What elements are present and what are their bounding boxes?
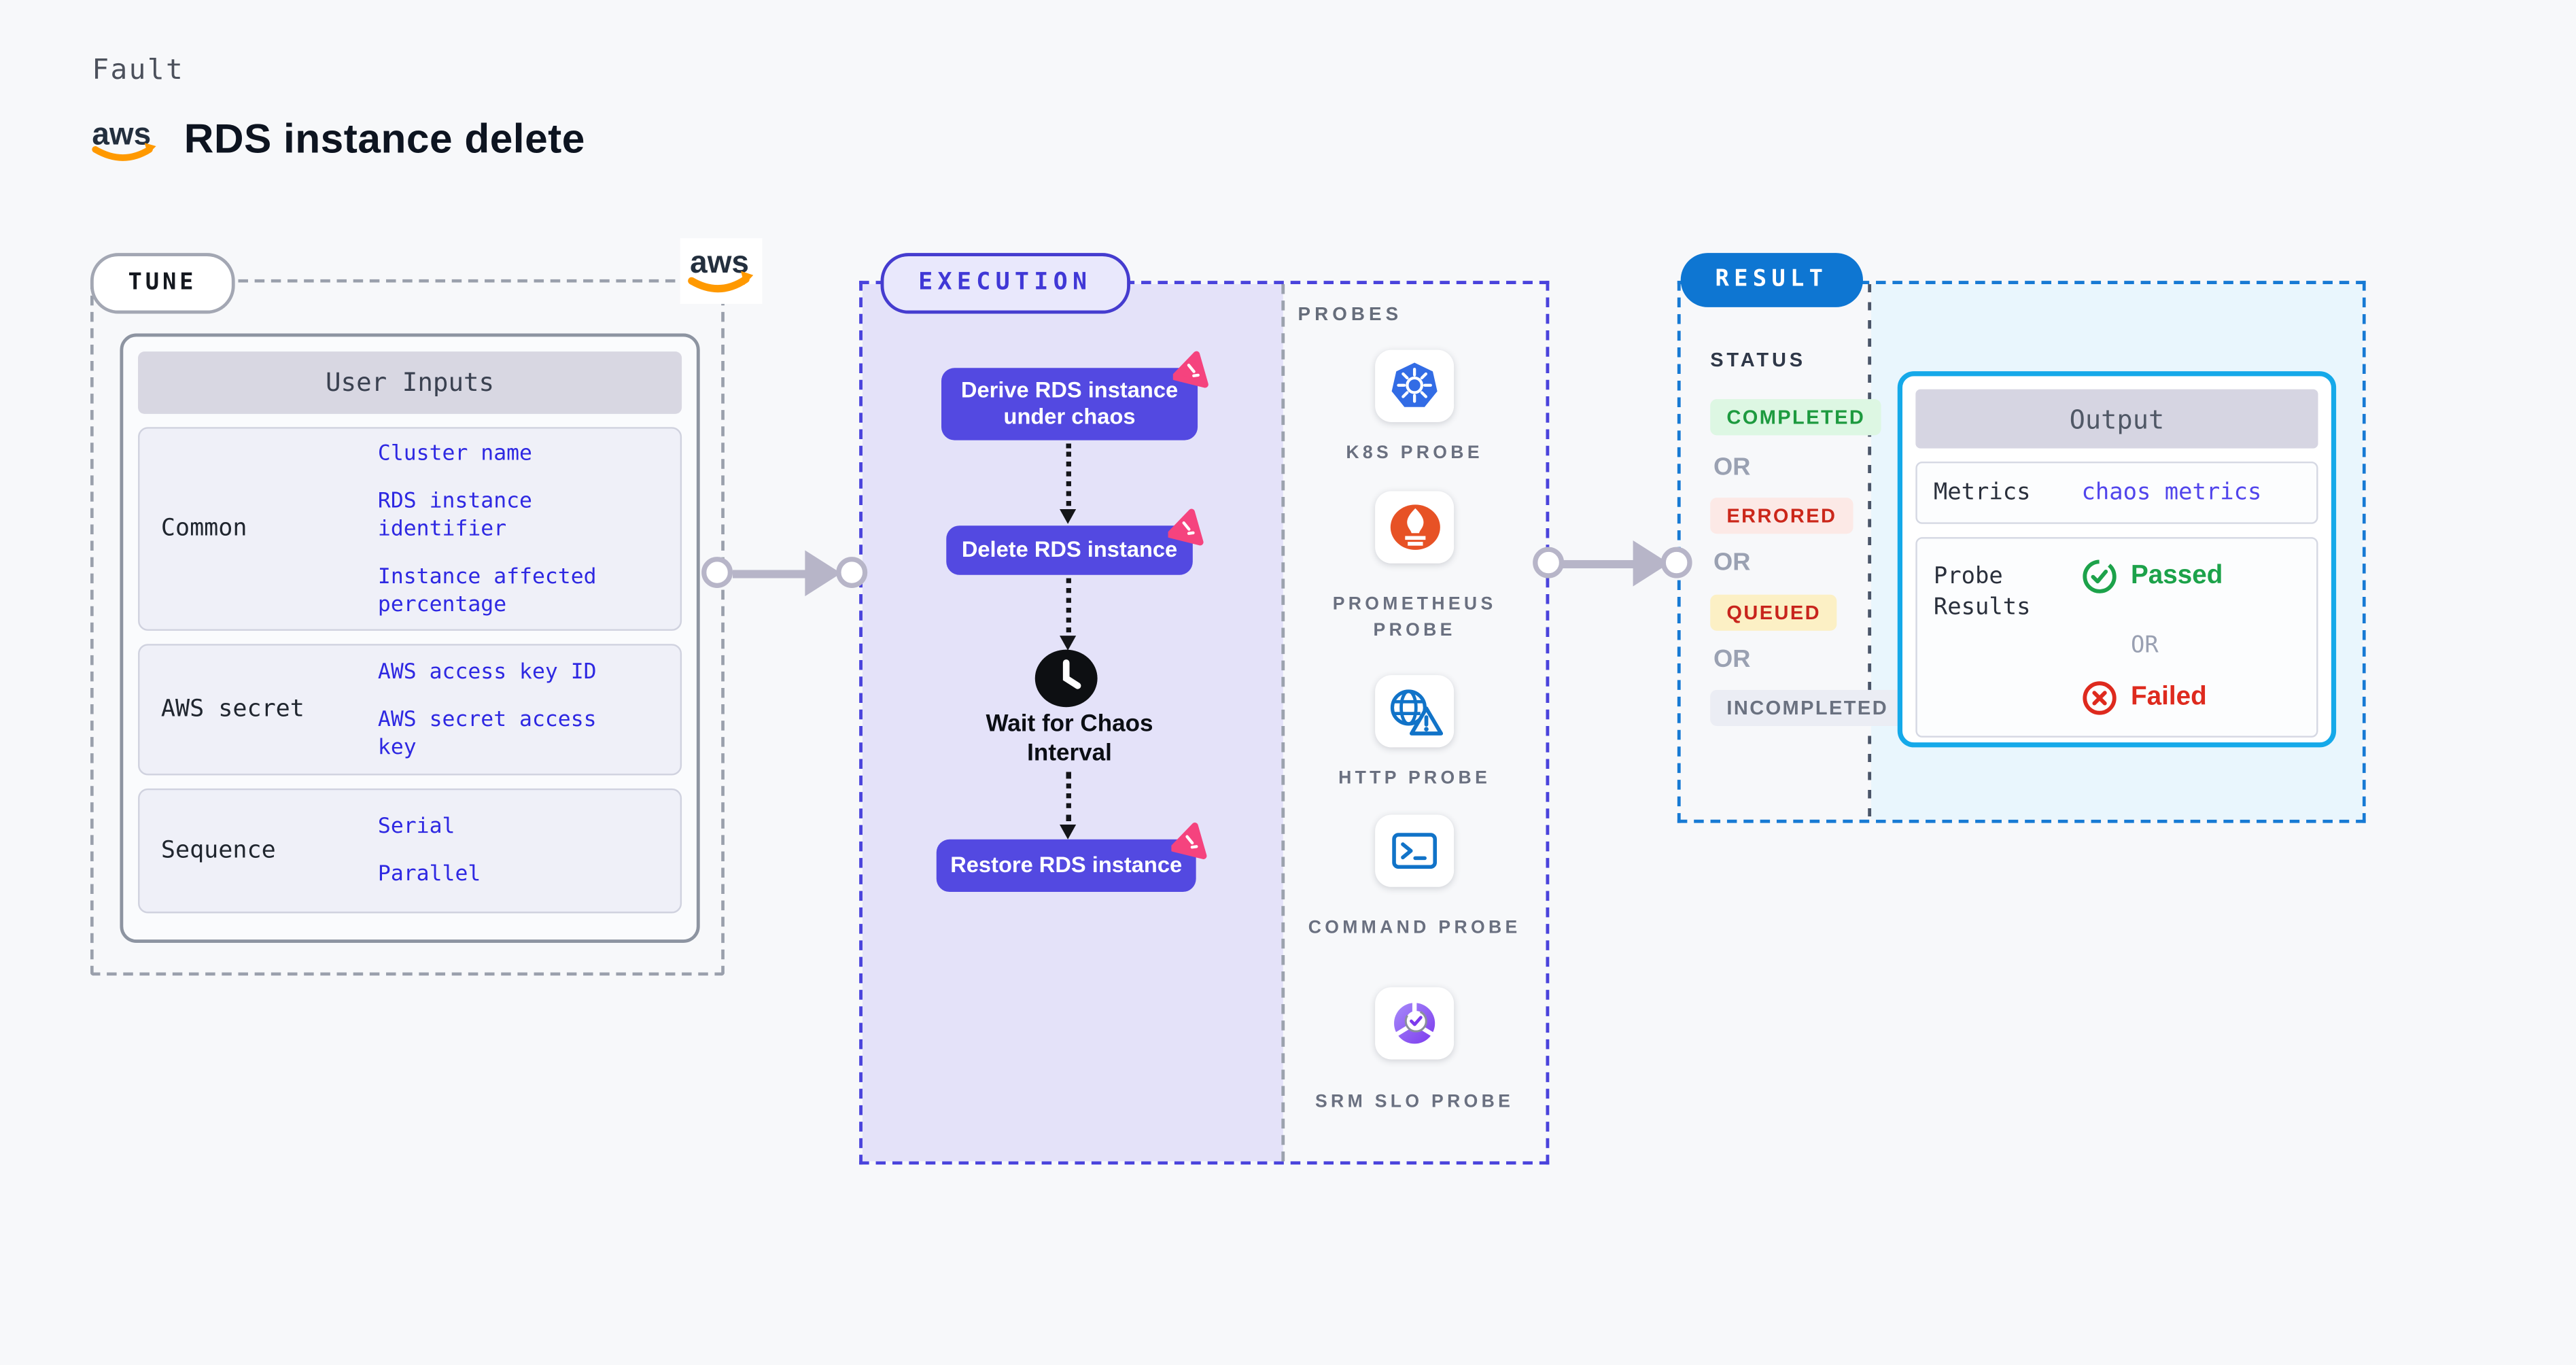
- aws-corner-card: aws: [680, 238, 763, 305]
- flow-connector: [1066, 443, 1071, 506]
- chaos-icon: [1168, 508, 1204, 546]
- tune-section-box: [90, 279, 725, 976]
- or-separator: OR: [1713, 549, 1751, 577]
- flow-node-label: Restore RDS instance: [950, 852, 1183, 878]
- flow-connector-arrowhead: [1060, 636, 1077, 651]
- table-row: Sequence Serial Parallel: [138, 788, 682, 914]
- metrics-row: Metrics chaos metrics: [1915, 461, 2318, 524]
- chaos-icon: [1172, 351, 1208, 388]
- failed-label: Failed: [2130, 683, 2207, 712]
- tune-badge: TUNE: [90, 253, 234, 314]
- chaos-icon: [1171, 823, 1207, 859]
- probe-label: COMMAND PROBE: [1308, 918, 1521, 938]
- metrics-value-link: chaos metrics: [2081, 479, 2262, 506]
- result-badge: RESULT: [1680, 253, 1862, 307]
- x-circle-icon: [2083, 681, 2117, 715]
- row-label: Sequence: [160, 837, 276, 864]
- row-value: AWS access key ID: [377, 659, 597, 685]
- table-row: AWS secret AWS access key ID AWS secret …: [138, 644, 682, 776]
- passed-label: Passed: [2130, 561, 2223, 590]
- status-badge-queued: QUEUED: [1710, 594, 1838, 631]
- flow-connector-arrowhead: [1060, 509, 1077, 524]
- probe-label: PROMETHEUS PROBE: [1332, 594, 1497, 641]
- prometheus-probe-icon: [1389, 504, 1440, 550]
- connector-dot: [701, 557, 733, 589]
- status-heading: STATUS: [1710, 348, 1806, 372]
- k8s-probe-icon: [1391, 362, 1438, 407]
- metrics-label: Metrics: [1933, 479, 2031, 506]
- flow-node-label: Delete RDS instance: [961, 537, 1178, 562]
- arrow-head: [805, 550, 841, 597]
- row-label: Common: [160, 515, 247, 542]
- svg-text:aws: aws: [92, 116, 151, 152]
- probe-results-label: Probe Results: [1933, 563, 2031, 621]
- aws-logo-icon: aws: [688, 245, 754, 293]
- passed-indicator: Passed: [2081, 559, 2223, 595]
- probe-card: [1375, 814, 1455, 887]
- probe-card: [1375, 349, 1455, 422]
- probes-heading: PROBES: [1298, 305, 1403, 326]
- flow-connector: [1066, 772, 1071, 822]
- arrow-line: [733, 569, 815, 578]
- probe-label: HTTP PROBE: [1338, 768, 1491, 789]
- probe-card: [1375, 987, 1455, 1060]
- fault-kicker: Fault: [92, 54, 185, 88]
- title-row: aws RDS instance delete: [90, 115, 585, 164]
- flow-node-label: Derive RDS instance under chaos: [960, 377, 1179, 429]
- command-probe-icon: [1392, 833, 1437, 869]
- connector-dot: [1533, 547, 1565, 578]
- probe-card: [1375, 675, 1455, 748]
- aws-logo-icon: aws: [92, 116, 156, 161]
- user-inputs-title: User Inputs: [138, 351, 682, 414]
- wait-interval-label: Wait for Chaos Interval: [986, 711, 1153, 767]
- row-label: AWS secret: [160, 696, 304, 723]
- clock-icon: [1034, 649, 1098, 708]
- status-badge-incompleted: INCOMPLETED: [1710, 689, 1905, 727]
- probe-label: K8S PROBE: [1346, 443, 1483, 464]
- flow-node-delete: Delete RDS instance: [946, 508, 1204, 575]
- row-value: Instance affected percentage: [377, 564, 597, 617]
- arrow-line: [1562, 559, 1641, 568]
- failed-indicator: Failed: [2081, 680, 2207, 716]
- http-probe-icon: [1390, 689, 1444, 735]
- flow-node-derive: Derive RDS instance under chaos: [941, 351, 1208, 440]
- result-divider: [1868, 284, 1872, 820]
- probe-results-row: Probe Results Passed OR Failed: [1915, 537, 2318, 738]
- result-section-box: STATUS COMPLETED OR ERRORED OR QUEUED OR…: [1677, 281, 2366, 823]
- svg-text:aws: aws: [690, 245, 749, 279]
- row-value: Serial: [377, 814, 455, 840]
- probe-label: SRM SLO PROBE: [1315, 1092, 1514, 1112]
- table-row: Common Cluster name RDS instance identif…: [138, 427, 682, 631]
- row-value: RDS instance identifier: [377, 488, 532, 542]
- row-value: Cluster name: [377, 440, 532, 466]
- row-value: AWS secret access key: [377, 707, 597, 760]
- output-card: Output Metrics chaos metrics Probe Resul…: [1897, 371, 2337, 748]
- status-badge-completed: COMPLETED: [1710, 399, 1882, 436]
- user-inputs-card: User Inputs Common Cluster name RDS inst…: [120, 333, 700, 943]
- probe-card: [1375, 491, 1455, 564]
- probes-divider: [1281, 284, 1285, 1162]
- flow-connector-arrowhead: [1060, 824, 1077, 840]
- check-circle-icon: [2083, 559, 2117, 593]
- execution-badge: EXECUTION: [880, 253, 1130, 314]
- or-separator: OR: [1713, 645, 1751, 674]
- flow-connector: [1066, 578, 1071, 633]
- connector-dot: [836, 557, 868, 589]
- output-title: Output: [1915, 389, 2318, 449]
- srm-slo-probe-icon: [1394, 1001, 1435, 1044]
- status-badge-errored: ERRORED: [1710, 498, 1853, 534]
- or-separator: OR: [2130, 632, 2159, 659]
- or-separator: OR: [1713, 453, 1751, 481]
- row-value: Parallel: [377, 862, 481, 887]
- page-title: RDS instance delete: [184, 116, 585, 162]
- flow-node-restore: Restore RDS instance: [936, 823, 1207, 893]
- execution-section-box: Derive RDS instance under chaos Delete R…: [859, 281, 1550, 1165]
- connector-dot: [1660, 547, 1692, 578]
